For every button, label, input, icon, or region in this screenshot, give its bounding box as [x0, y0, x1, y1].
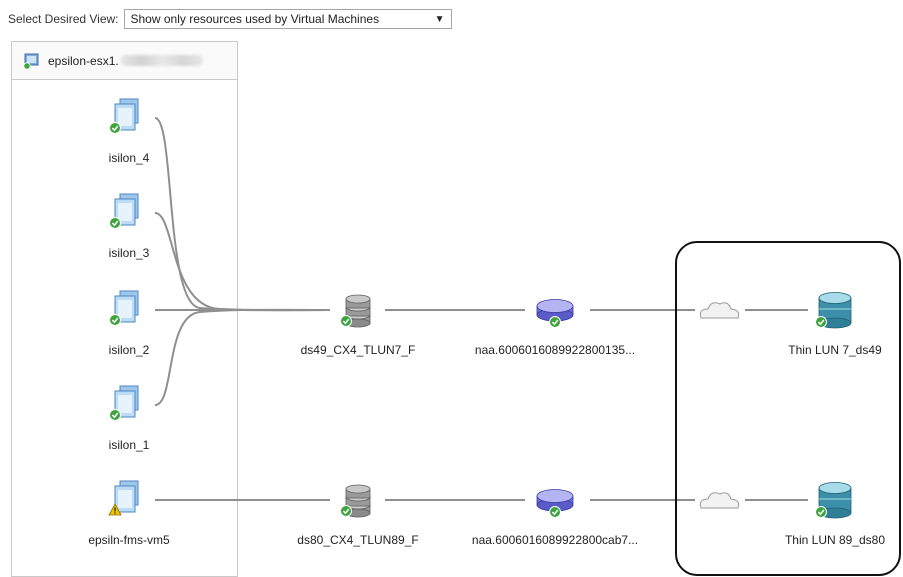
ok-badge-icon	[549, 506, 561, 518]
connection-lines	[154, 117, 808, 501]
ok-badge-icon	[549, 316, 561, 328]
connection-line	[154, 212, 331, 312]
lun-icon[interactable]	[815, 482, 852, 519]
vm-label: epsiln-fms-vm5	[88, 533, 170, 547]
view-dropdown[interactable]: Show only resources used by Virtual Mach…	[123, 9, 452, 29]
vm-icon[interactable]	[109, 193, 139, 229]
view-dropdown-value: Show only resources used by Virtual Mach…	[130, 12, 380, 26]
ok-badge-icon	[109, 217, 121, 229]
host-header[interactable]: epsilon-esx1.	[12, 42, 237, 80]
disk-icon[interactable]	[536, 489, 574, 518]
vm-label: isilon_1	[108, 438, 150, 452]
ok-badge-icon	[815, 506, 827, 518]
vm-label: isilon_3	[108, 246, 150, 260]
ok-badge-icon	[109, 314, 121, 326]
host-name-redacted	[120, 55, 203, 66]
vm-icon[interactable]	[109, 98, 139, 134]
connection-line	[154, 117, 331, 312]
host-name: epsilon-esx1.	[48, 53, 119, 68]
ok-badge-icon	[815, 316, 827, 328]
ok-badge-icon	[109, 409, 121, 421]
vm-icon[interactable]	[108, 480, 139, 516]
view-selector-bar: Select Desired View: Show only resources…	[8, 8, 452, 30]
disk-label: naa.6006016089922800cab7...	[471, 533, 639, 547]
lun-icon[interactable]	[815, 292, 852, 329]
vm-label: isilon_2	[108, 343, 150, 357]
lun-label: Thin LUN 89_ds80	[784, 533, 886, 547]
view-selector-label: Select Desired View:	[8, 12, 119, 26]
disk-label: naa.6006016089922800135...	[474, 343, 636, 357]
datastore-icon[interactable]	[340, 484, 371, 518]
vm-label: isilon_4	[108, 151, 150, 165]
vm-icon[interactable]	[109, 385, 139, 421]
ok-badge-icon	[109, 122, 121, 134]
disk-icon[interactable]	[536, 299, 574, 328]
datastore-label: ds49_CX4_TLUN7_F	[300, 343, 416, 357]
cloud-icon	[699, 302, 740, 319]
datastore-label: ds80_CX4_TLUN89_F	[297, 533, 419, 547]
datastore-icon[interactable]	[340, 294, 371, 328]
vm-icon[interactable]	[109, 290, 139, 326]
host-server-icon	[23, 53, 39, 70]
chevron-down-icon[interactable]: ▼	[434, 13, 445, 25]
lun-label: Thin LUN 7_ds49	[788, 343, 882, 357]
ok-badge-icon	[340, 505, 352, 517]
ok-badge-icon	[340, 315, 352, 327]
cloud-icon	[699, 492, 740, 509]
connection-line	[154, 308, 331, 406]
warning-badge-icon	[108, 503, 122, 516]
